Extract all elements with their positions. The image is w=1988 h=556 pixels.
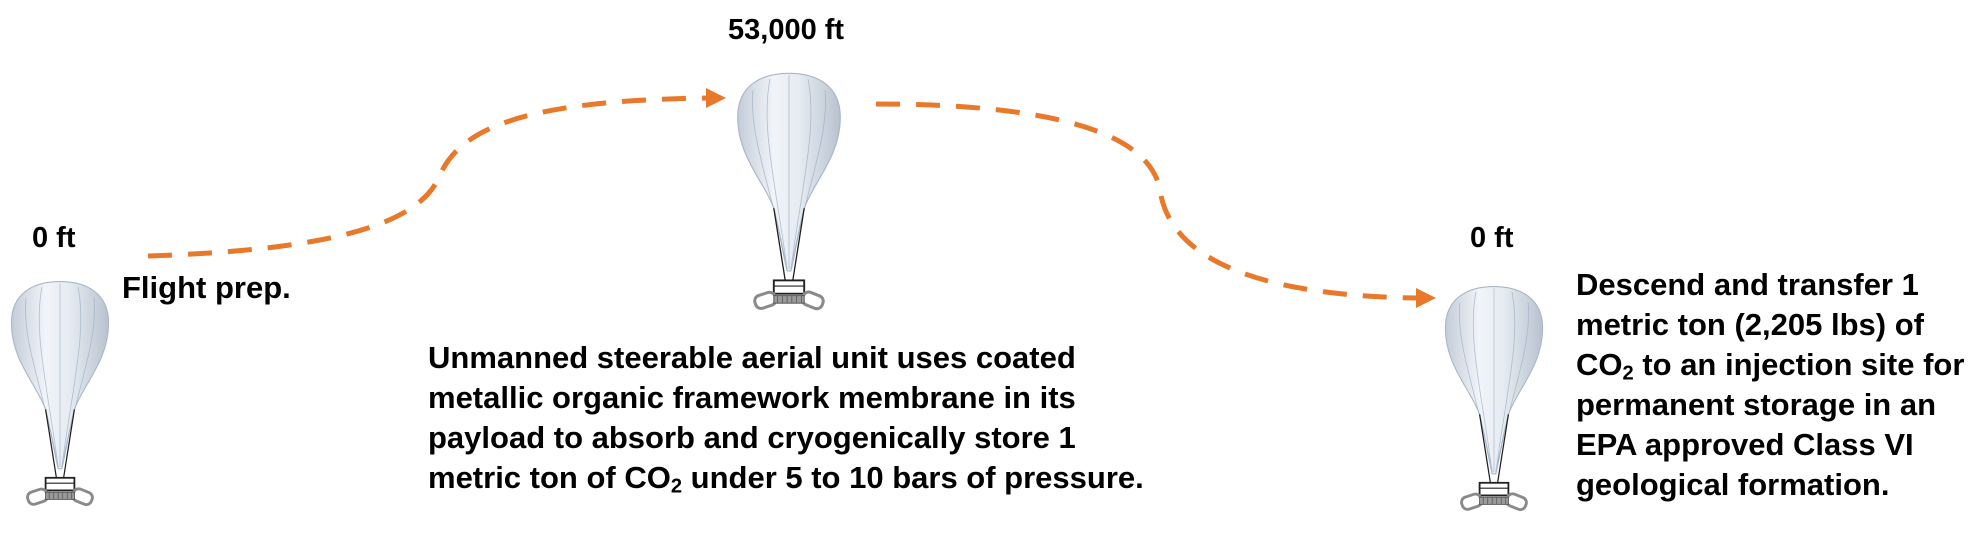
subscript-2: 2 [670,475,683,498]
subscript-2: 2 [1622,362,1634,385]
caption-transfer: Descend and transfer 1 metric ton (2,205… [1576,265,1976,505]
caption-transfer-text-end: to an injection site for permanent stora… [1576,347,1965,502]
arrowhead-icon [1416,288,1436,308]
stratospheric-balloon-icon [732,58,846,328]
stratospheric-balloon-icon [1440,260,1548,540]
caption-flight-prep: Flight prep. [122,270,291,305]
altitude-label-start: 0 ft [32,222,76,254]
stratospheric-balloon-icon [6,255,114,535]
caption-transfer-text: Descend and transfer 1 metric ton (2,205… [1576,267,1924,382]
path-descent [875,101,1419,301]
altitude-label-peak: 53,000 ft [728,14,845,46]
altitude-label-end: 0 ft [1470,222,1514,254]
path-ascent [147,95,711,259]
caption-capture-text: Unmanned steerable aerial unit uses coat… [428,340,1076,495]
caption-capture-text-end: under 5 to 10 bars of pressure. [682,460,1144,495]
caption-capture: Unmanned steerable aerial unit uses coat… [428,338,1148,498]
arrowhead-icon [706,88,726,108]
